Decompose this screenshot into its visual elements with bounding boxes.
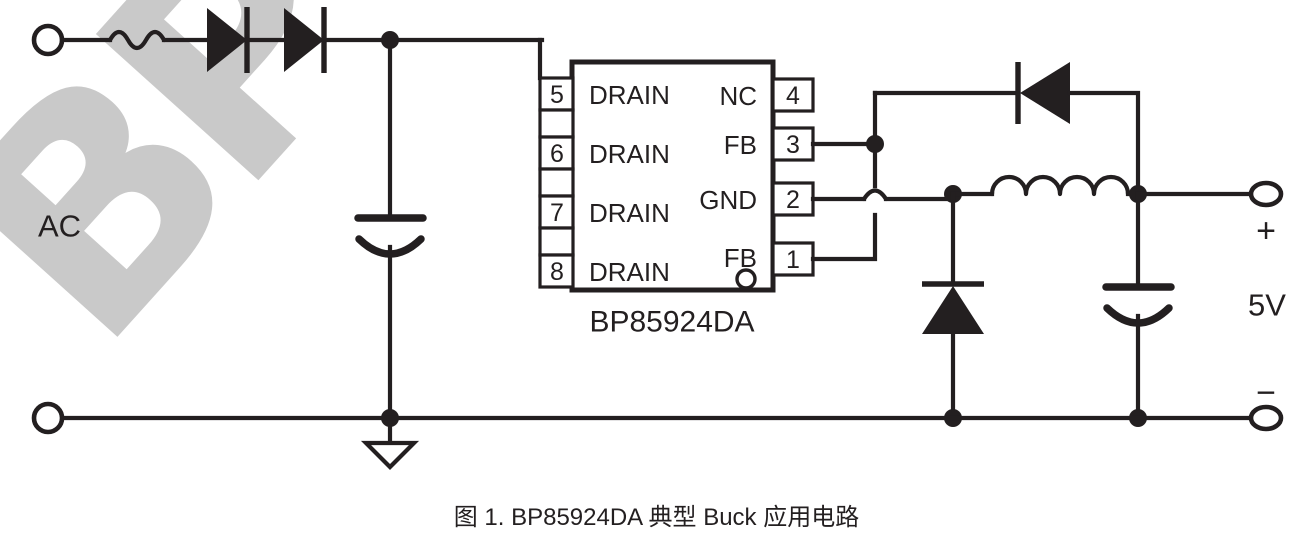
pin-name-6: DRAIN xyxy=(589,139,670,169)
output-capacitor-branch xyxy=(1102,191,1175,427)
ic-body xyxy=(569,59,776,293)
ac-terminal-bottom[interactable] xyxy=(31,401,65,435)
wire-pin1-to-fb-bus xyxy=(810,212,878,262)
output-terminal-positive[interactable] xyxy=(1248,180,1284,208)
pin-box-3[interactable] xyxy=(771,126,815,162)
output-inductor-symbol xyxy=(989,174,1131,197)
output-terminals: + − 5V xyxy=(1248,180,1286,432)
node-fb-bus-junction xyxy=(866,135,884,153)
pin-box-left-gap-1 xyxy=(538,108,575,139)
pin-box-8[interactable] xyxy=(538,253,575,289)
rectifier-diode-1-body xyxy=(207,8,247,72)
ac-input-branch xyxy=(31,7,545,73)
ic-left-pin-ladder xyxy=(538,76,575,289)
pin-name-7: DRAIN xyxy=(589,198,670,228)
output-positive-sign: + xyxy=(1256,212,1276,250)
ic-package: 5 6 7 8 DRAIN DRAIN DRAIN DRAIN 4 3 2 1 … xyxy=(538,59,815,339)
ground-symbol xyxy=(360,440,420,470)
fuse-inductor-symbol xyxy=(107,29,167,51)
pin-number-6: 6 xyxy=(550,140,564,168)
output-negative-sign: − xyxy=(1256,374,1276,412)
ground-rail xyxy=(31,401,1255,435)
output-power-path xyxy=(944,174,1255,203)
freewheeling-diode-branch xyxy=(922,191,984,427)
pin-box-left-gap-3 xyxy=(538,226,575,257)
pin-number-3: 3 xyxy=(786,131,800,159)
pin-name-4: NC xyxy=(719,81,757,111)
pin-number-2: 2 xyxy=(786,186,800,214)
rectifier-diode-2-body xyxy=(284,8,324,72)
pin-number-8: 8 xyxy=(550,258,564,286)
pin-box-4[interactable] xyxy=(771,77,815,113)
input-capacitor-branch xyxy=(354,37,427,470)
figure-caption: 图 1. BP85924DA 典型 Buck 应用电路 xyxy=(453,504,860,531)
pin-name-1: FB xyxy=(724,243,757,273)
circuit-schematic: BP xyxy=(0,0,1286,470)
pin-one-marker-dot xyxy=(735,268,757,290)
pin-name-8: DRAIN xyxy=(589,257,670,287)
freewheeling-diode-body xyxy=(922,286,984,334)
pin-name-2: GND xyxy=(699,185,757,215)
output-voltage-label: 5V xyxy=(1248,288,1286,323)
feedback-diode-branch xyxy=(872,62,1141,197)
pin-name-3: FB xyxy=(724,130,757,160)
fb-gnd-net xyxy=(810,90,956,262)
pin-box-left-gap-2 xyxy=(538,167,575,198)
pin-number-1: 1 xyxy=(786,246,800,274)
wire-feedback-diode-to-output-node xyxy=(1067,90,1141,197)
ac-terminal-top[interactable] xyxy=(31,23,65,57)
wire-crossover-hop xyxy=(861,188,889,202)
pin-number-7: 7 xyxy=(550,199,564,227)
pin-number-4: 4 xyxy=(786,82,800,110)
pin-number-5: 5 xyxy=(550,81,564,109)
ac-input-label: AC xyxy=(38,209,81,244)
output-terminal-negative[interactable] xyxy=(1248,404,1284,432)
pin-name-5: DRAIN xyxy=(589,80,670,110)
feedback-diode-body xyxy=(1020,62,1070,124)
ic-part-label: BP85924DA xyxy=(589,306,754,339)
